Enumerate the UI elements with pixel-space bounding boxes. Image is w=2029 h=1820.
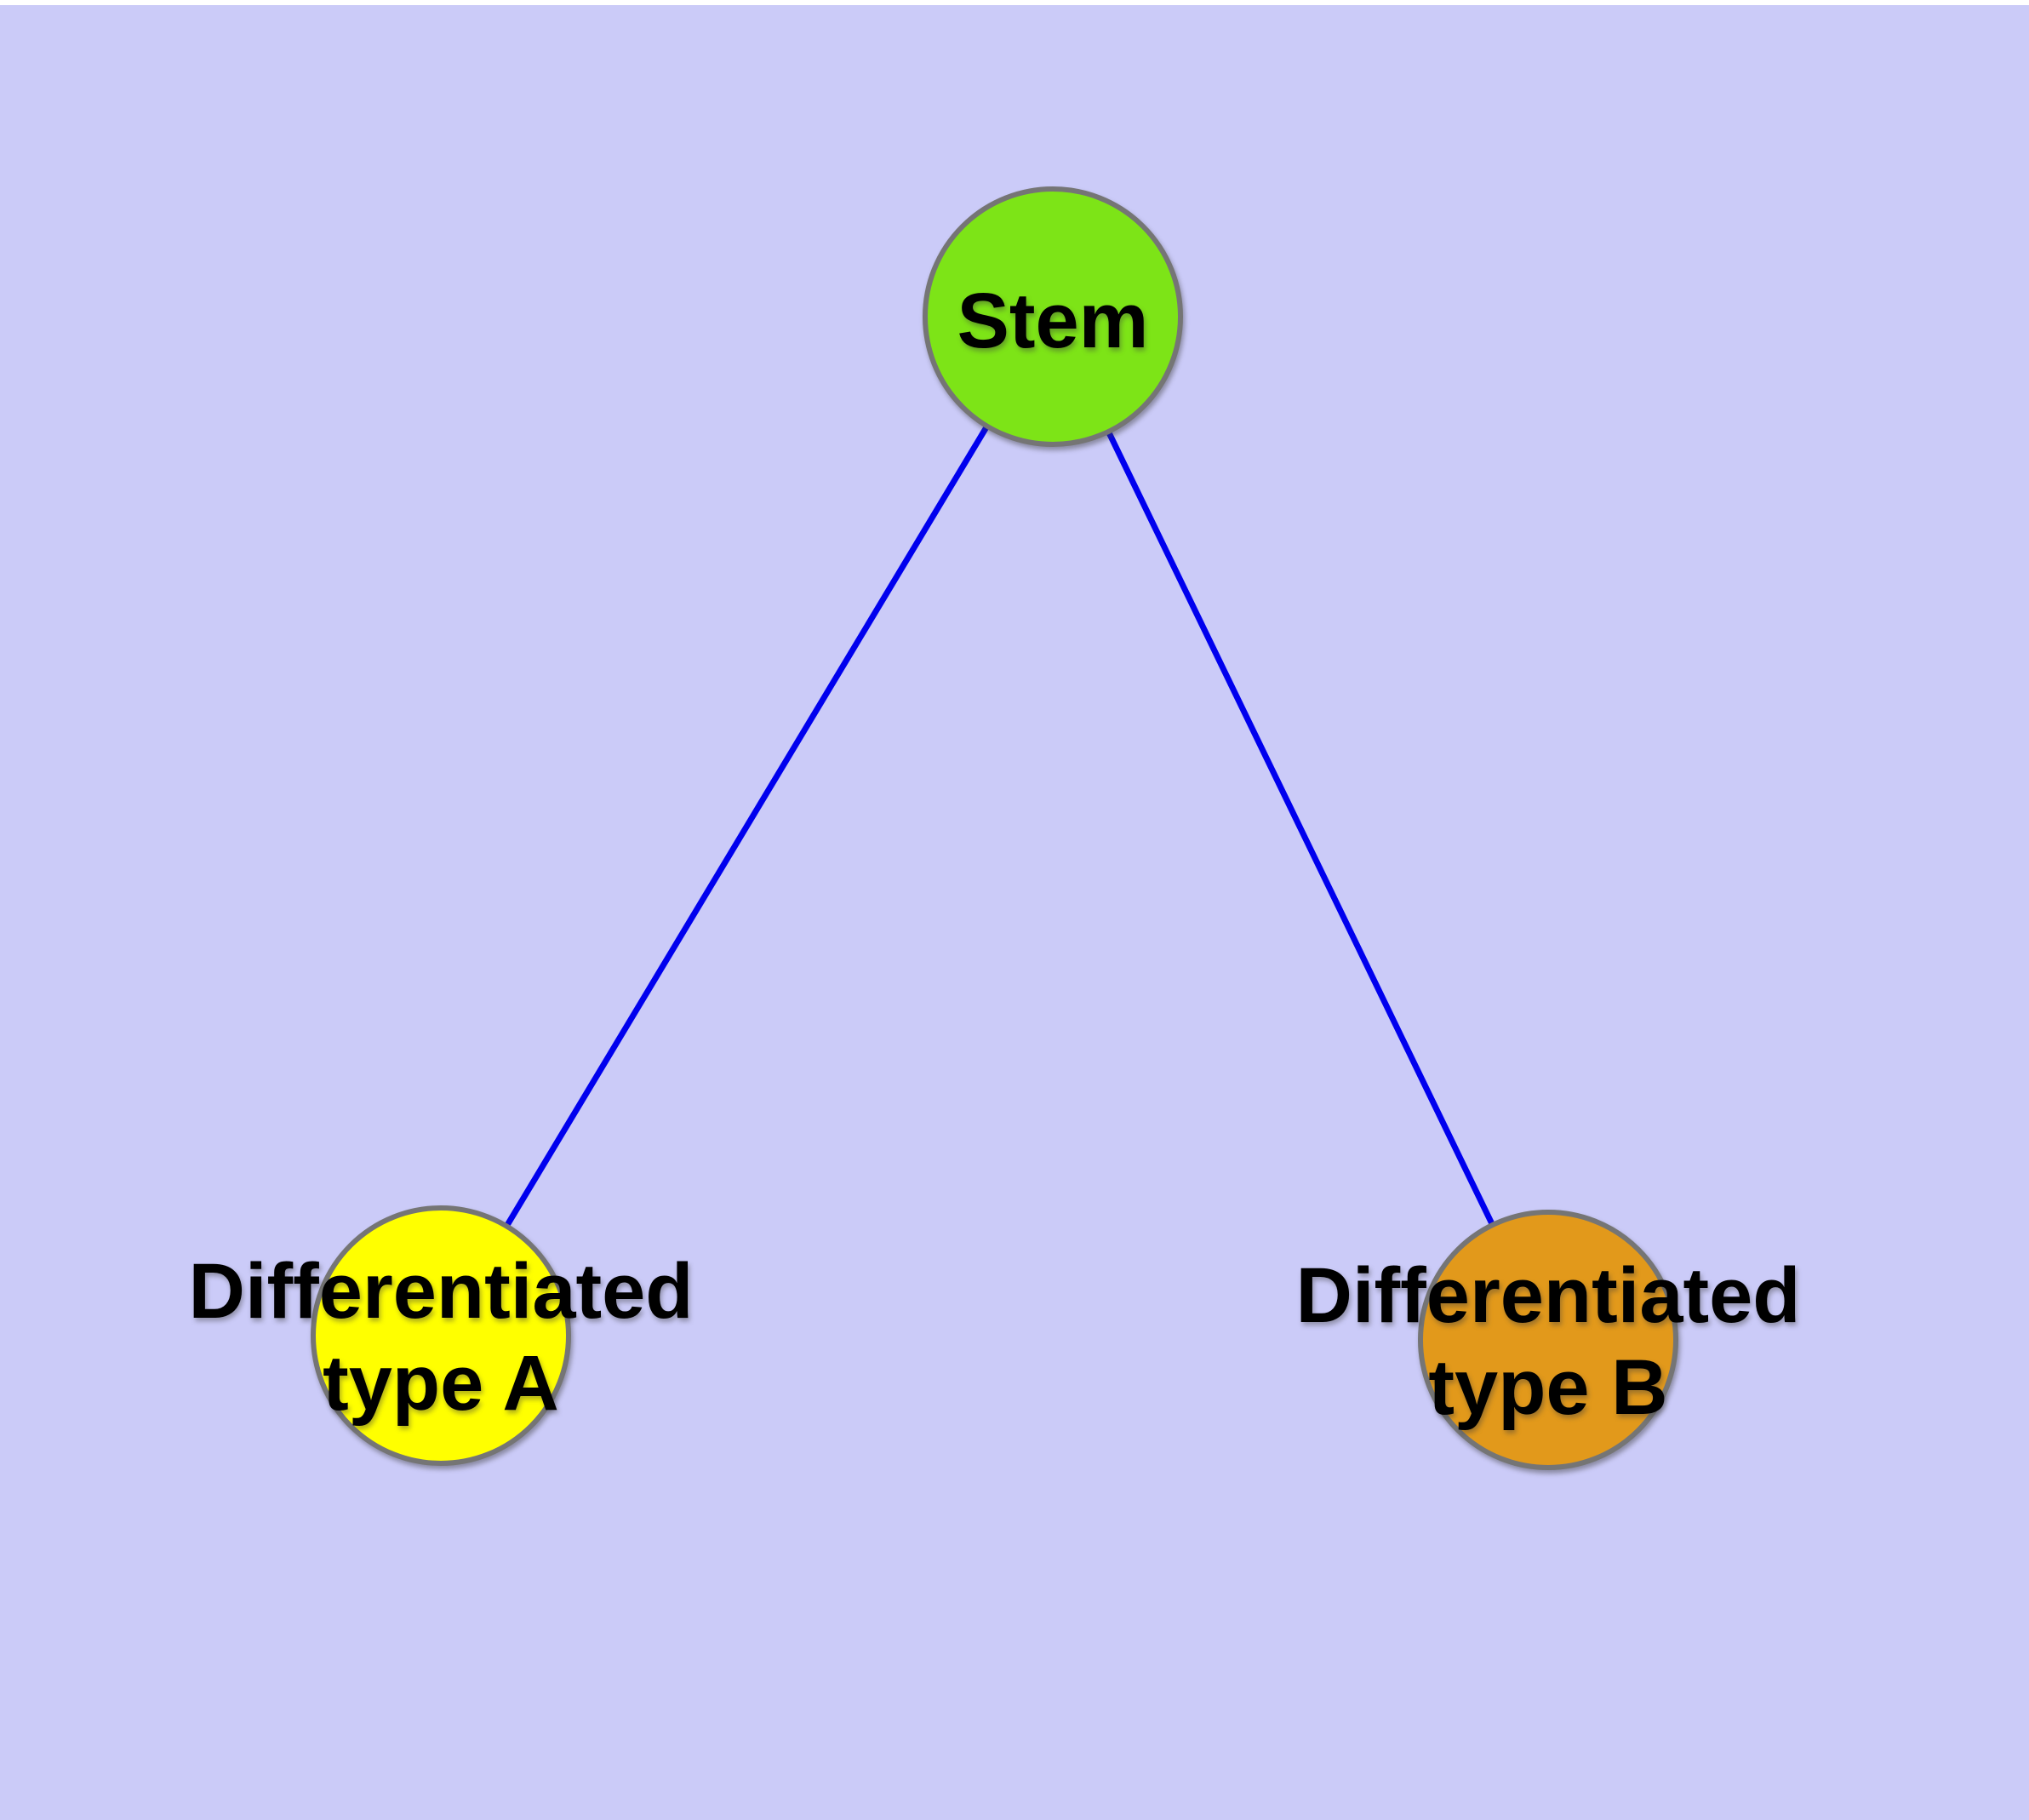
edge-stem-to-type-a [437, 315, 1056, 1337]
node-stem-circle [923, 186, 1183, 447]
edge-stem-to-type-b [1049, 315, 1552, 1342]
node-differentiated-type-a-circle [311, 1205, 571, 1466]
node-layer [311, 186, 1678, 1470]
node-differentiated-type-b-circle [1418, 1210, 1678, 1470]
node-differentiated-type-a-label-line1: Differentiated [189, 1248, 694, 1335]
node-differentiated-type-a-label-line2: type A [323, 1340, 559, 1427]
node-differentiated-type-b-label-line2: type B [1428, 1344, 1667, 1431]
edge-layer [437, 315, 1552, 1342]
node-stem-label: Stem [957, 278, 1149, 364]
node-differentiated-type-b-label-line1: Differentiated [1296, 1252, 1801, 1339]
top-strip [0, 0, 2029, 5]
label-layer: Stem Differentiated type A Differentiate… [189, 278, 1801, 1431]
